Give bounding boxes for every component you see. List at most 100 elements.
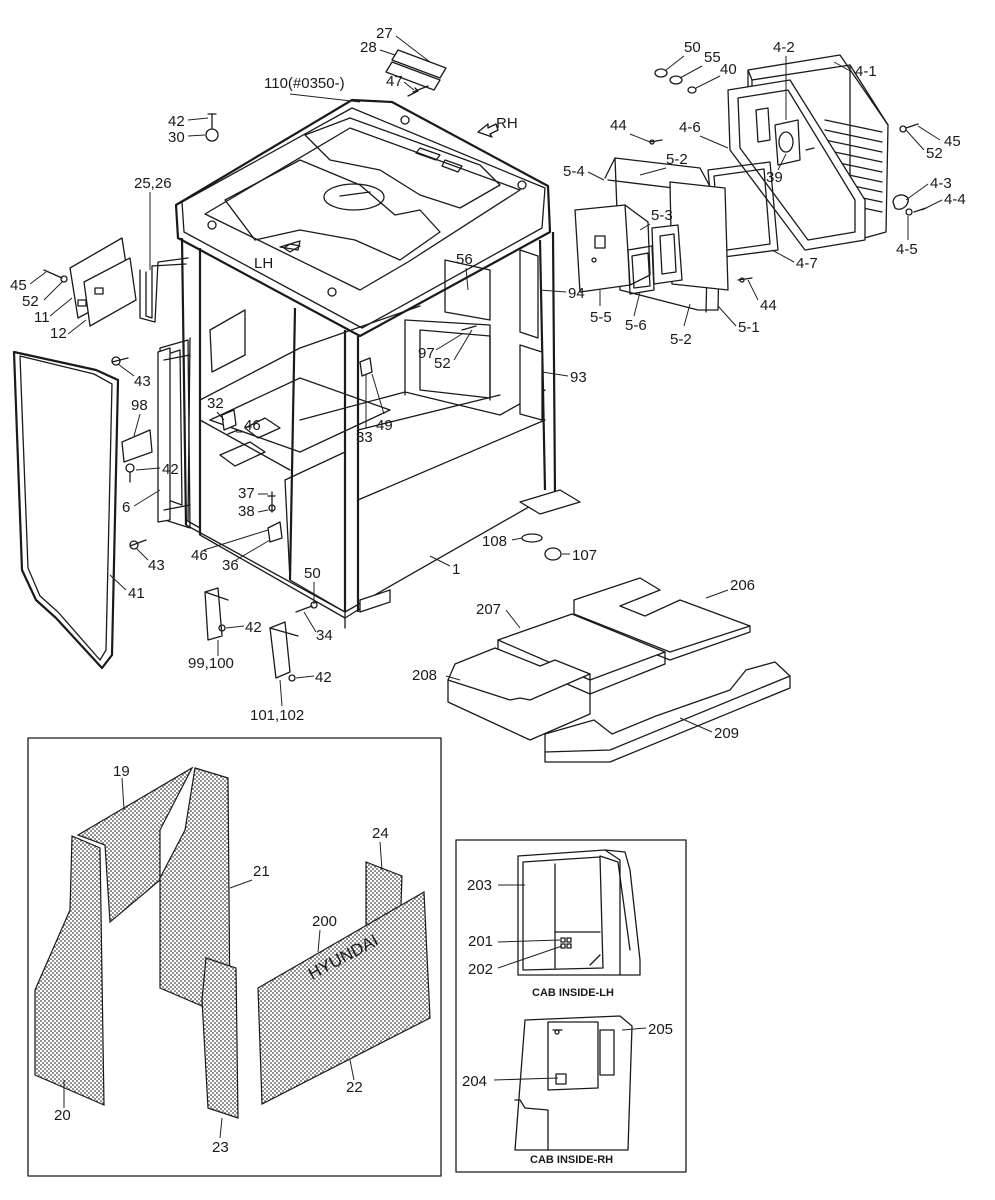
leader-line-p-110 [289, 93, 361, 103]
part-label-p-54: 5-4 [563, 163, 585, 180]
part-label-p-51: 5-1 [738, 319, 760, 336]
part-label-p-rh: RH [496, 115, 518, 132]
part-label-p-97: 97 [418, 345, 435, 362]
leader-line-p-45b [917, 125, 941, 141]
part-label-p-209: 209 [714, 725, 739, 742]
part-label-p-204: 204 [462, 1073, 487, 1090]
part-label-p-42a: 42 [168, 113, 185, 130]
part-label-p-45t: 4-5 [896, 241, 918, 258]
part-label-p-32: 32 [207, 395, 224, 412]
part-label-p-201: 201 [468, 933, 493, 950]
part-label-p-46b: 46 [191, 547, 208, 564]
leader-line-p-6 [133, 489, 161, 507]
part-label-p-205: 205 [648, 1021, 673, 1038]
leader-line-p-42d [295, 675, 315, 679]
direction-arrow-rh [477, 123, 499, 138]
part-label-p-21: 21 [253, 863, 270, 880]
leader-line-p-39 [777, 153, 787, 171]
leader-line-p-101102 [279, 679, 283, 707]
trim-panel-23 [201, 957, 239, 1119]
leader-line-p-1 [429, 555, 451, 567]
part-label-p-12: 12 [50, 325, 67, 342]
plate-assembly [69, 237, 137, 327]
part-label-p-36: 36 [222, 557, 239, 574]
leader-line-p-43t [905, 183, 929, 201]
leader-line-p-98 [133, 413, 141, 437]
cab-inside-rh-view [514, 1015, 633, 1151]
part-label-p-38: 38 [238, 503, 255, 520]
caption-cab-inside-rh: CAB INSIDE-RH [530, 1154, 613, 1166]
part-label-p-40: 40 [720, 61, 737, 78]
leader-line-p-24 [379, 841, 383, 871]
trim-panel-22 [257, 890, 431, 1105]
air-conditioner-latch [755, 107, 815, 166]
door-handle [157, 347, 191, 523]
leader-line-p-108 [511, 537, 523, 541]
part-label-p-99100: 99,100 [188, 655, 234, 672]
front-bracket-101 [269, 621, 299, 682]
part-label-p-50b: 50 [304, 565, 321, 582]
part-label-p-47: 47 [386, 73, 403, 90]
part-label-p-49: 49 [376, 417, 393, 434]
part-label-p-52p: 5-2 [666, 151, 688, 168]
part-label-p-42d: 42 [315, 669, 332, 686]
hand-rail [139, 257, 189, 323]
part-label-p-44b: 44 [760, 297, 777, 314]
leader-line-p-44t [921, 199, 943, 211]
part-labels: 272847110(#0350-)RH423025,26LH4552111243… [10, 25, 966, 1156]
leader-line-p-52b [453, 329, 473, 361]
leader-line-p-42b [135, 467, 161, 471]
front-bracket-99 [204, 587, 229, 641]
leader-line-p-45a [29, 271, 47, 285]
part-label-p-52b: 52 [434, 355, 451, 372]
part-label-p-50: 50 [684, 39, 701, 56]
part-label-p-11: 11 [34, 309, 50, 326]
leader-line-p-206 [705, 589, 729, 599]
leader-line-p-56 [465, 267, 469, 291]
cab-inside-lh-view [517, 849, 641, 976]
part-label-p-39: 39 [766, 169, 783, 186]
leader-line-p-19 [121, 777, 125, 811]
part-label-p-208: 208 [412, 667, 437, 684]
bracket-98 [121, 429, 153, 483]
part-label-p-56: 56 [456, 251, 473, 268]
part-label-p-27: 27 [376, 25, 393, 42]
leader-line-p-36 [235, 539, 271, 561]
leader-line-p-56t [633, 291, 641, 317]
part-label-p-41: 41 [128, 585, 145, 602]
part-label-p-37: 37 [238, 485, 255, 502]
cab-inside-box [455, 839, 687, 1173]
part-label-p-53: 5-3 [651, 207, 673, 224]
leader-lines [29, 35, 943, 1139]
part-label-p-52q: 5-2 [670, 331, 692, 348]
leader-line-p-30 [187, 134, 206, 137]
leader-line-p-12 [67, 319, 87, 335]
leader-line-p-34 [303, 611, 317, 633]
floor-mat-208 [447, 647, 591, 741]
leader-line-p-32 [216, 411, 225, 421]
trim-panel-20 [34, 835, 105, 1106]
part-label-p-55t: 5-5 [590, 309, 612, 326]
part-label-p-94: 94 [568, 285, 585, 302]
direction-arrow-lh [283, 243, 301, 253]
part-label-p-19: 19 [113, 763, 130, 780]
part-label-p-110: 110(#0350-) [264, 75, 345, 92]
leader-line-p-46b [203, 529, 269, 551]
leader-line-p-52c [905, 129, 925, 151]
leader-line-p-93 [541, 371, 569, 377]
leader-line-p-42a [187, 117, 209, 121]
leader-line-p-52a [43, 281, 63, 301]
leader-line-p-44b [747, 279, 759, 301]
trim-panel-21 [159, 767, 231, 1019]
filter-element [627, 224, 683, 295]
part-label-p-45b: 45 [944, 133, 961, 150]
part-label-p-46a: 46 [244, 417, 261, 434]
leader-line-p-43a [117, 363, 135, 377]
leader-line-p-41 [109, 574, 127, 591]
leader-line-p-200 [317, 929, 321, 953]
leader-line-p-49 [371, 373, 385, 415]
part-label-p-44a: 44 [610, 117, 627, 134]
leader-line-p-52q [683, 303, 691, 327]
leader-line-p-97 [435, 333, 463, 351]
leader-line-p-208 [445, 675, 461, 681]
